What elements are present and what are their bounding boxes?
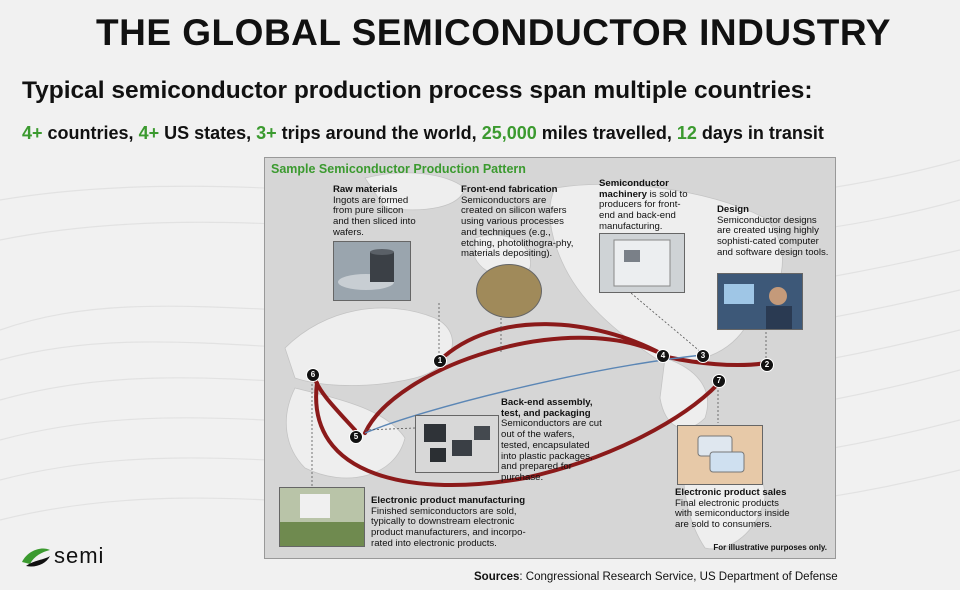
ingot-photo (333, 241, 411, 301)
step-text: Final electronic products with semicondu… (675, 497, 790, 531)
arrow-1-to-4 (437, 322, 664, 363)
sources-line: Sources: Congressional Research Service,… (474, 571, 838, 583)
trips-value: 3+ (256, 123, 277, 143)
step-front-end-fabrication: Front-end fabrication Semiconductors are… (461, 184, 579, 260)
miles-label: miles travelled, (536, 123, 677, 143)
step-design: Design Semiconductor designs are created… (717, 204, 829, 259)
arrow-6-to-7 (314, 381, 720, 488)
miles-value: 25,000 (481, 123, 537, 143)
step-title: Raw materials (333, 184, 398, 195)
step-title: Electronic product sales (675, 487, 787, 498)
step-marker-2: 2 (760, 358, 774, 372)
step-marker-3: 3 (696, 349, 710, 363)
states-label: US states, (159, 123, 257, 143)
step-electronic-product-sales: Electronic product sales Final electroni… (675, 487, 795, 531)
step-marker-1: 1 (433, 354, 447, 368)
step-text: Semiconductors are created on silicon wa… (461, 194, 574, 260)
step-marker-5: 5 (349, 430, 363, 444)
days-value: 12 (676, 123, 697, 143)
wafer-photo (476, 264, 542, 318)
step-electronic-product-manufacturing: Electronic product manufacturing Finishe… (371, 495, 543, 550)
step-title: Design (717, 204, 749, 215)
step-back-end-assembly: Back-end assembly, test, and packaging S… (501, 397, 605, 484)
sources-text: : Congressional Research Service, US Dep… (519, 571, 838, 583)
production-pattern-diagram: Sample Semiconductor Production Pattern … (264, 157, 836, 559)
page-title: THE GLOBAL SEMICONDUCTOR INDUSTRY (96, 12, 891, 53)
step-title: Electronic product manufacturing (371, 495, 526, 506)
design-photo (717, 273, 803, 330)
stats-line: 4+ countries, 4+ US states, 3+ trips aro… (22, 123, 824, 144)
logo-text: semi (54, 543, 105, 568)
arrow-4-to-5 (363, 335, 664, 435)
illustrative-note: For illustrative purposes only. (713, 543, 827, 552)
chips-photo (415, 415, 499, 473)
step-title: Semiconductor machinery (599, 178, 669, 200)
step-text: Ingots are formed from pure silicon and … (333, 194, 416, 238)
step-title: Front-end fabrication (461, 184, 558, 195)
semi-logo-icon (22, 548, 50, 567)
step-marker-7: 7 (712, 374, 726, 388)
days-label: days in transit (696, 123, 824, 143)
page-subtitle: Typical semiconductor production process… (22, 77, 813, 104)
machinery-photo (599, 233, 685, 293)
trips-label: trips around the world, (276, 123, 482, 143)
arrow-3-to-5 (364, 354, 703, 434)
countries-label: countries, (42, 123, 139, 143)
manufacturing-photo (279, 487, 365, 547)
step-title: Back-end assembly, test, and packaging (501, 397, 593, 419)
countries-value: 4+ (22, 123, 43, 143)
phones-photo (677, 425, 763, 485)
step-text: Semiconductor designs are created using … (717, 214, 829, 258)
diagram-title: Sample Semiconductor Production Pattern (271, 162, 526, 176)
step-semiconductor-machinery: Semiconductor machinery is sold to produ… (599, 178, 691, 233)
step-text: Semiconductors are cut out of the wafers… (501, 418, 602, 483)
step-marker-6: 6 (306, 368, 320, 382)
step-marker-4: 4 (656, 349, 670, 363)
states-value: 4+ (138, 123, 160, 143)
sources-label: Sources (474, 571, 520, 583)
step-text: is sold to producers for front-end and b… (599, 188, 688, 232)
step-raw-materials: Raw materials Ingots are formed from pur… (333, 184, 417, 239)
step-text: Finished semiconductors are sold, typica… (371, 505, 526, 549)
